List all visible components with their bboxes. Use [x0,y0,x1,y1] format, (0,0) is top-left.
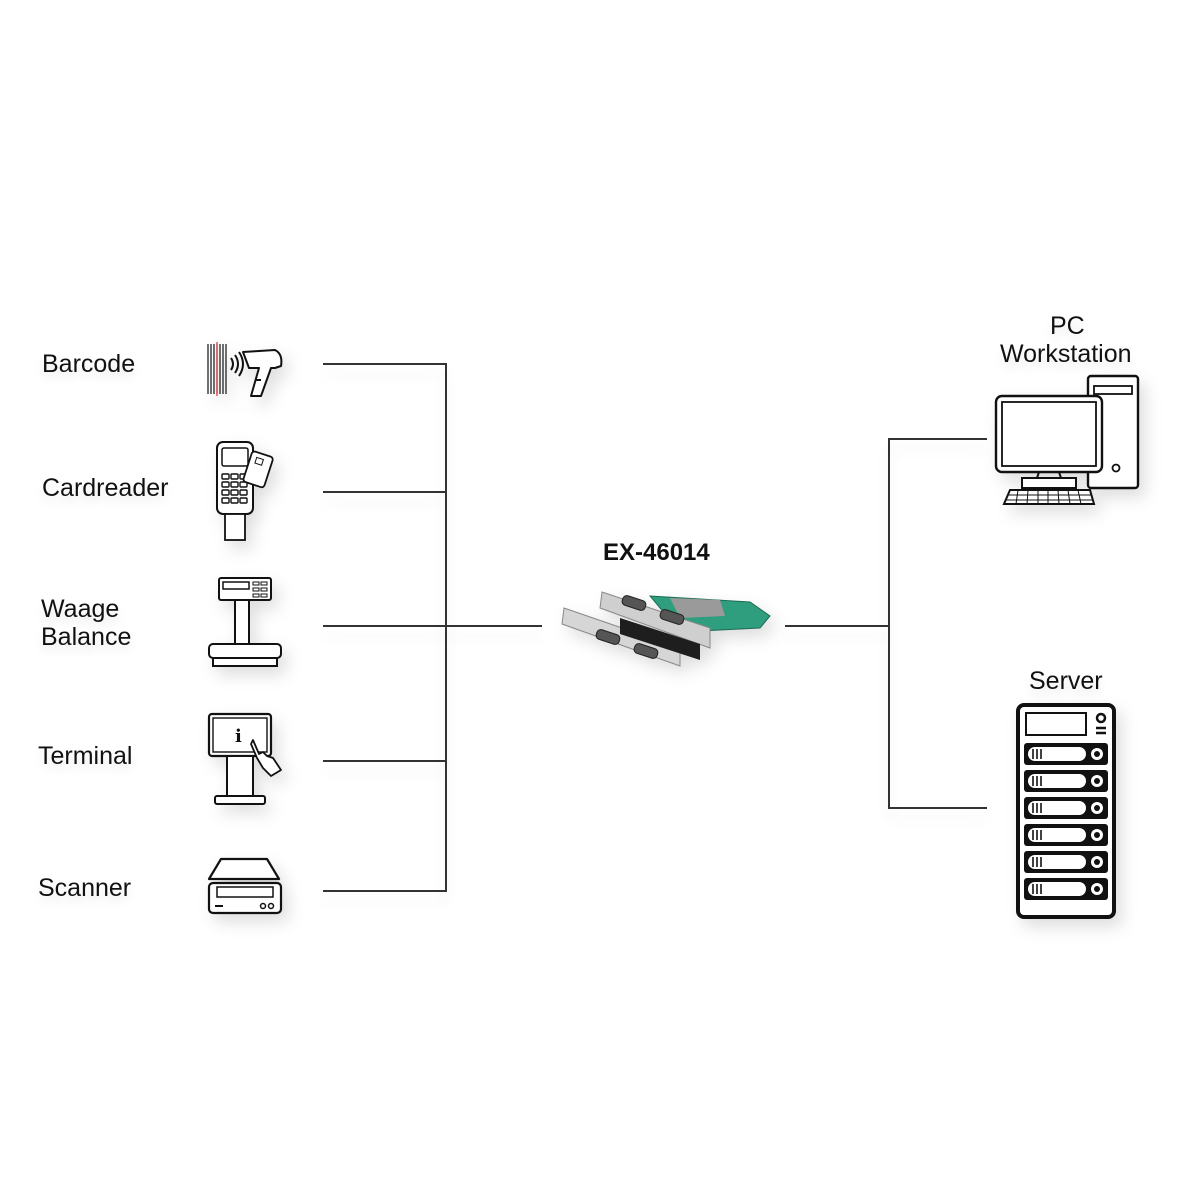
device-model-title: EX-46014 [603,539,710,566]
label-barcode: Barcode [42,350,136,378]
right-bus-vertical [888,438,890,809]
svg-text:i: i [235,726,242,747]
connector-scanner [323,890,445,892]
touch-terminal-icon: i [207,712,282,805]
barcode-scanner-icon [207,342,283,397]
connector-terminal [323,760,445,762]
left-bus-vertical [445,363,447,892]
label-waage: Waage [41,595,120,623]
connector-scale [323,625,445,627]
label-scanner: Scanner [38,874,132,902]
connector-cardreader [323,491,445,493]
card-reader-icon [216,441,274,541]
desktop-pc-icon [994,374,1140,505]
label-workstation: Workstation [1000,340,1132,368]
pcie-serial-card-icon [561,591,771,667]
connector-barcode [323,363,445,365]
scale-icon [208,577,282,667]
label-pc: PC [1050,312,1085,340]
left-bus-to-card [445,625,542,627]
flatbed-scanner-icon [207,857,283,915]
label-terminal: Terminal [38,742,133,770]
connector-pc [888,438,987,440]
connector-server [888,807,987,809]
server-rack-icon [1016,703,1116,919]
label-server: Server [1029,667,1103,695]
label-balance: Balance [41,623,132,651]
label-cardreader: Cardreader [42,474,169,502]
card-to-right-bus [785,625,890,627]
